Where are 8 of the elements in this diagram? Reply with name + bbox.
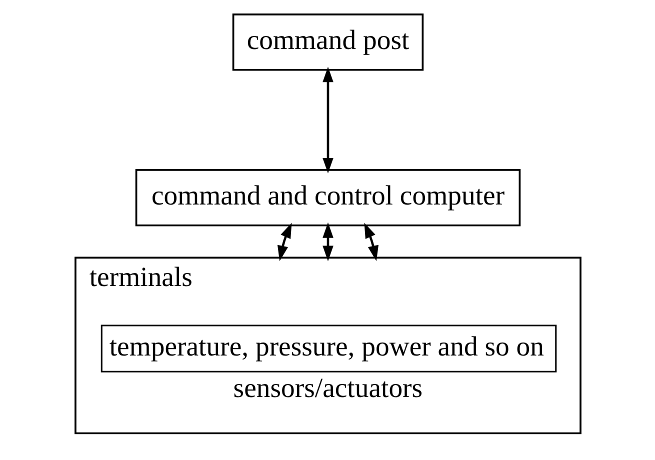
arrow bbox=[322, 66, 333, 174]
node-label: sensors/actuators bbox=[232, 372, 422, 403]
arrow bbox=[322, 222, 333, 262]
arrow bbox=[276, 222, 292, 262]
node-box: temperature, pressure, power and so on bbox=[100, 324, 556, 372]
node-box: command and control computer bbox=[134, 169, 520, 226]
arrow bbox=[364, 222, 378, 262]
node-box: command post bbox=[232, 14, 424, 71]
